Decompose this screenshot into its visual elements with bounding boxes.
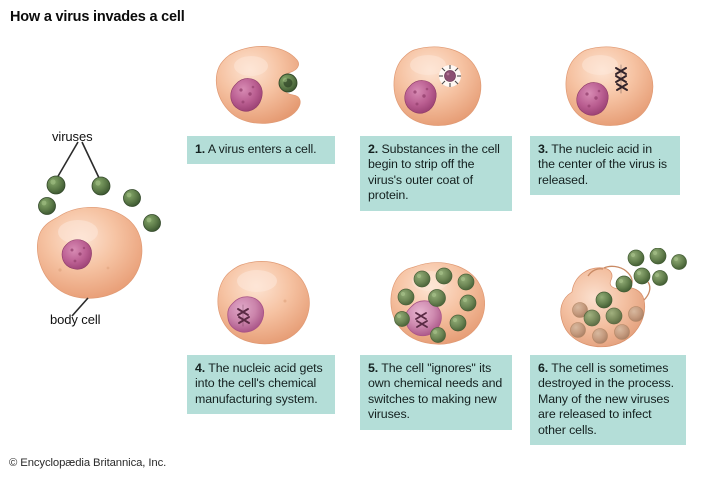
virus-particle [615, 275, 633, 293]
step-5-text: The cell "ignores" its own chemical need… [368, 361, 503, 422]
cell-nucleus [61, 239, 92, 270]
virus-particle [430, 327, 446, 343]
body-cell-leader-line [71, 297, 89, 317]
step-5-illustration [378, 253, 510, 351]
page-title: How a virus invades a cell [10, 9, 185, 25]
virus-particle [123, 189, 141, 207]
virus-particle [572, 302, 588, 318]
virus-particle [449, 314, 467, 332]
virus-particle [46, 175, 66, 195]
virus-particle [649, 248, 667, 265]
overview-illustration [0, 120, 185, 320]
cell-nucleus [230, 78, 263, 112]
step-2-number: 2. [368, 142, 379, 156]
step-1-caption: 1. A virus enters a cell. [187, 136, 335, 165]
virus-coat-stripping [439, 65, 461, 87]
step-1-illustration [205, 38, 335, 134]
step-6-text: The cell is sometimes destroyed in the p… [538, 361, 674, 437]
step-3-text: The nucleic acid in the center of the vi… [538, 142, 667, 187]
virus-particle [583, 309, 601, 327]
virus-particle [397, 288, 415, 306]
virus-particle [91, 176, 111, 196]
cell-nucleus [576, 82, 609, 116]
step-3-illustration [548, 38, 678, 134]
step-4-illustration [203, 253, 335, 351]
nucleic-acid-strand [615, 64, 628, 94]
virus-particle [614, 324, 630, 340]
step-4-number: 4. [195, 361, 206, 375]
step-6-illustration [548, 248, 688, 353]
virus-particle [459, 294, 477, 312]
step-5-number: 5. [368, 361, 379, 375]
step-1-number: 1. [195, 142, 206, 156]
label-body-cell: body cell [50, 312, 101, 327]
virus-particle [633, 267, 651, 285]
step-3-number: 3. [538, 142, 549, 156]
step-2-text: Substances in the cell begin to strip of… [368, 142, 500, 203]
viruses-leader-lines [56, 141, 101, 181]
step-6-number: 6. [538, 361, 549, 375]
virus-particle [457, 273, 475, 291]
virus-particle [38, 197, 56, 215]
step-3-caption: 3. The nucleic acid in the center of the… [530, 136, 680, 196]
virus-particle [671, 254, 687, 270]
nucleic-acid-strand [237, 304, 250, 327]
cell-nucleus [404, 80, 437, 114]
label-viruses: viruses [52, 129, 93, 144]
virus-particle [592, 328, 608, 344]
virus-particle [278, 73, 298, 93]
escaping-virus-group [615, 248, 687, 293]
virus-particle [394, 311, 410, 327]
virus-particle-group [38, 175, 161, 232]
step-4-text: The nucleic acid gets into the cell's ch… [195, 361, 323, 406]
virus-particle [413, 270, 431, 288]
virus-particle [435, 267, 453, 285]
step-5-caption: 5. The cell "ignores" its own chemical n… [360, 355, 512, 430]
internal-virus-group [570, 291, 644, 344]
virus-particle [143, 214, 161, 232]
cell-nucleus-with-nucleic-acid [227, 296, 264, 333]
virus-particle [595, 291, 613, 309]
step-2-caption: 2. Substances in the cell begin to strip… [360, 136, 512, 211]
virus-particle [627, 249, 645, 267]
step-6-caption: 6. The cell is sometimes destroyed in th… [530, 355, 686, 446]
copyright-notice: © Encyclopædia Britannica, Inc. [9, 457, 167, 469]
virus-particle [570, 322, 586, 338]
step-4-caption: 4. The nucleic acid gets into the cell's… [187, 355, 335, 415]
virus-particle [605, 307, 623, 325]
nucleic-acid-strand [415, 312, 428, 328]
step-2-illustration [378, 38, 508, 134]
virus-particle [428, 289, 446, 307]
virus-particle [652, 270, 668, 286]
step-1-text: A virus enters a cell. [207, 142, 317, 156]
new-virus-particle-group [394, 267, 477, 343]
virus-particle [628, 306, 644, 322]
